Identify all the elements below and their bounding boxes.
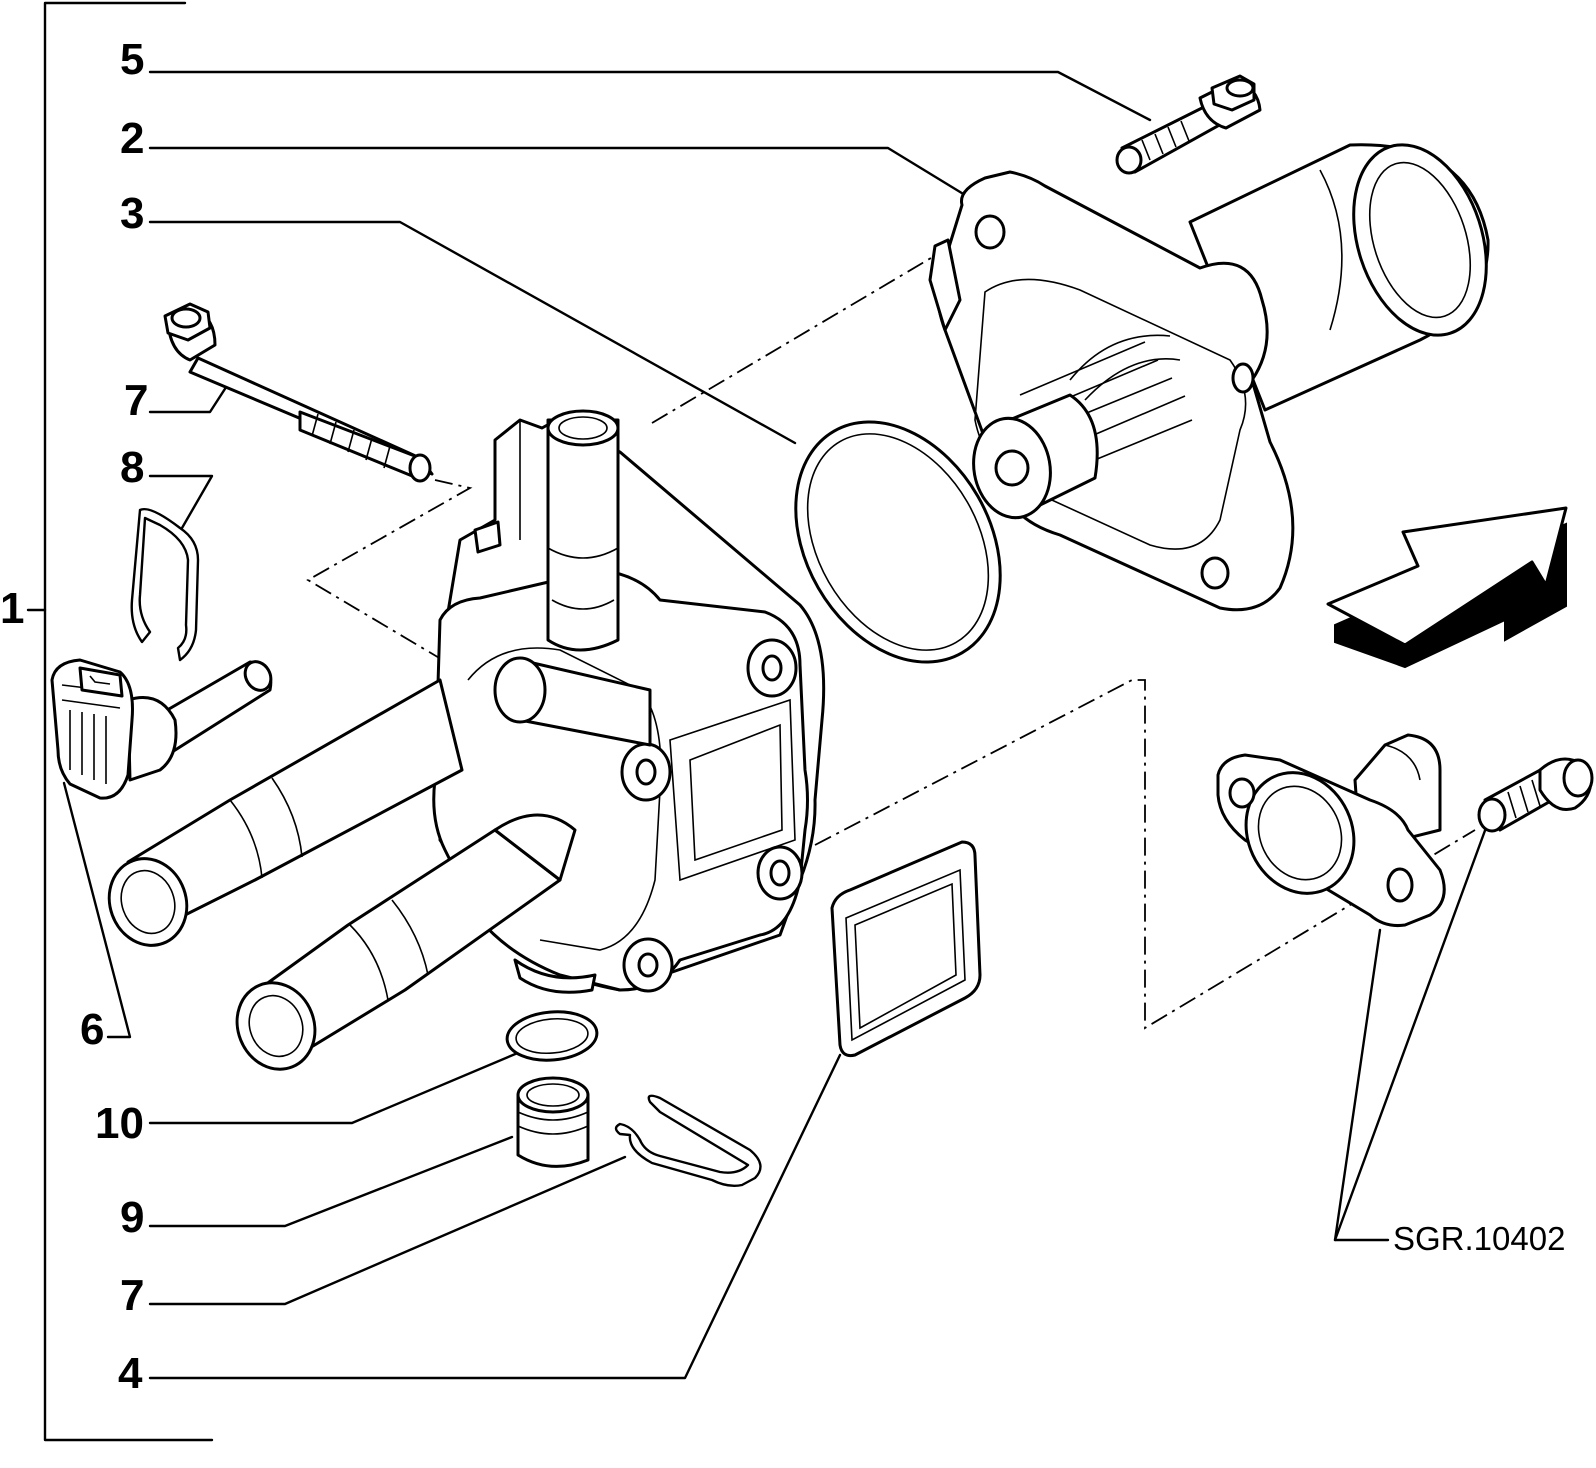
plug-part-9 bbox=[516, 1076, 590, 1168]
square-gasket-part-4 bbox=[830, 840, 982, 1057]
outlet-flange-adapter bbox=[1216, 733, 1446, 927]
callout-7-bottom: 7 bbox=[120, 1271, 144, 1320]
callout-labels: 1 5 2 3 7 8 6 10 9 7 4 SGR.10402 bbox=[0, 35, 1565, 1398]
3d-arrow-icon bbox=[1326, 506, 1568, 669]
callout-8: 8 bbox=[120, 443, 144, 492]
oval-gasket-part-3 bbox=[794, 420, 1002, 664]
callout-1: 1 bbox=[0, 584, 24, 633]
long-bolt-part-7 bbox=[163, 302, 434, 483]
main-housing-part-1 bbox=[107, 409, 826, 1071]
o-ring-part-10 bbox=[505, 1010, 599, 1062]
alignment-lines bbox=[306, 241, 1476, 1030]
callout-5: 5 bbox=[120, 35, 144, 84]
leader-lines bbox=[62, 70, 1500, 1380]
thermostat-housing-part-2 bbox=[928, 143, 1490, 612]
callout-3: 3 bbox=[120, 189, 144, 238]
callout-7-top: 7 bbox=[124, 376, 148, 425]
callout-2: 2 bbox=[120, 114, 144, 163]
spring-clip-part-8 bbox=[130, 507, 200, 662]
temperature-sensor-part-6 bbox=[50, 658, 273, 800]
callout-10: 10 bbox=[95, 1099, 144, 1148]
assembly-bracket bbox=[26, 1, 214, 1442]
small-screw bbox=[1477, 757, 1594, 833]
callout-4: 4 bbox=[118, 1349, 143, 1398]
callout-6: 6 bbox=[80, 1005, 104, 1054]
flange-bolt-part-5 bbox=[1115, 74, 1262, 175]
reference-code: SGR.10402 bbox=[1393, 1220, 1565, 1257]
callout-9: 9 bbox=[120, 1193, 144, 1242]
wire-clip-part-7 bbox=[614, 1094, 762, 1188]
